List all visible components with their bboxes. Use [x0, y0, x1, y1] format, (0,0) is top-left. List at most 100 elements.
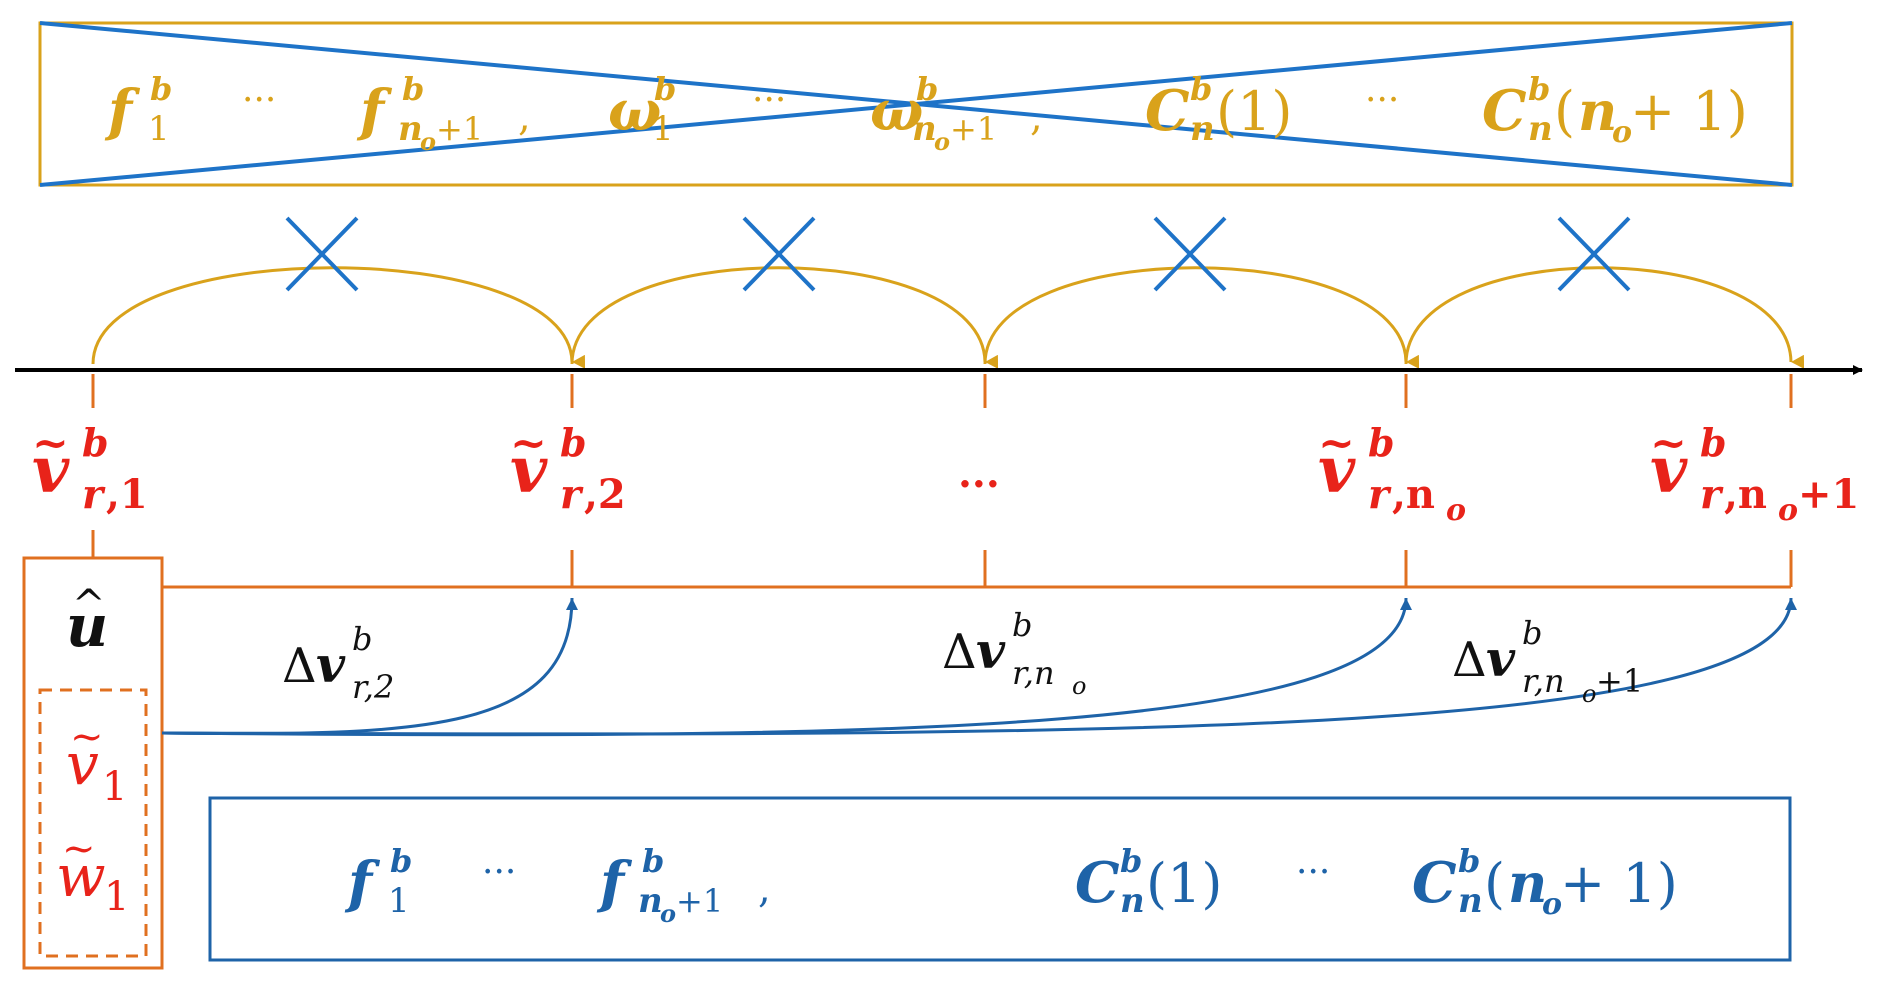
svg-text:v: v — [32, 433, 70, 508]
v1-label: ~ v 1 — [66, 714, 127, 810]
svg-text:+1: +1 — [676, 882, 723, 920]
svg-text:r,n: r,n — [1012, 654, 1055, 692]
svg-text:Δ: Δ — [282, 638, 317, 694]
svg-text:b: b — [1522, 614, 1542, 652]
svg-text:b: b — [654, 70, 676, 108]
svg-text:ω: ω — [870, 78, 923, 144]
svg-text:b: b — [1700, 420, 1727, 465]
svg-text:r,n: r,n — [1522, 662, 1565, 700]
svg-text:ω: ω — [608, 78, 661, 144]
svg-text:n: n — [638, 881, 663, 921]
state-structure — [22, 530, 1793, 970]
svg-text:+1: +1 — [1798, 471, 1859, 518]
svg-text:1: 1 — [652, 109, 674, 149]
svg-text:~: ~ — [62, 826, 96, 872]
initial-state-box — [22, 556, 164, 970]
svg-text:n: n — [398, 109, 423, 149]
svg-text:Δ: Δ — [1452, 632, 1487, 688]
delta-label-1: Δ v b r,2 — [282, 620, 394, 706]
svg-text:f: f — [344, 850, 381, 916]
svg-text:b: b — [82, 420, 109, 465]
svg-text:,n: ,n — [1392, 471, 1435, 518]
delta-arrow-3 — [161, 597, 1797, 736]
svg-text:o: o — [934, 127, 950, 156]
svg-text:b: b — [1190, 70, 1212, 108]
top-box-border — [38, 21, 1794, 187]
top-crossed-box: f b 1 ··· f b n o +1 , ω b 1 ··· ω b n o… — [38, 21, 1794, 187]
svg-text:1: 1 — [148, 109, 170, 149]
svg-text:f: f — [356, 78, 393, 144]
arc-1 — [91, 266, 586, 369]
delta-arrow-2 — [161, 597, 1412, 737]
svg-text:o: o — [420, 127, 436, 156]
svg-text:r: r — [1700, 471, 1724, 518]
top-dots-2: ··· — [752, 80, 786, 121]
svg-text:b: b — [1120, 842, 1142, 880]
svg-text:~: ~ — [1650, 418, 1687, 469]
svg-text:n: n — [1528, 109, 1553, 149]
svg-text:o: o — [1446, 493, 1466, 528]
delta-arrow-1 — [161, 597, 578, 736]
top-omega-last: ω b n o +1 , — [870, 70, 1043, 156]
delta-label-n: Δ v b r,n o — [942, 606, 1086, 700]
svg-text:1: 1 — [104, 874, 129, 920]
svg-text:,2: ,2 — [584, 471, 626, 518]
svg-text:n: n — [1578, 79, 1617, 143]
top-dots-3: ··· — [1365, 80, 1399, 121]
svg-text:~: ~ — [1318, 418, 1355, 469]
arc-4 — [1404, 266, 1805, 369]
svg-text:b: b — [390, 842, 412, 880]
svg-text:Δ: Δ — [942, 624, 977, 680]
svg-text:o: o — [660, 899, 676, 928]
svg-text:C: C — [1412, 850, 1457, 916]
svg-text:v: v — [976, 621, 1006, 680]
top-dots-1: ··· — [242, 80, 276, 121]
reference-ticks — [570, 550, 1793, 587]
svg-text:o: o — [1072, 672, 1086, 700]
svg-text:n: n — [1190, 109, 1215, 149]
svg-text:f: f — [596, 850, 633, 916]
svg-text:b: b — [1368, 420, 1395, 465]
svg-text:r: r — [82, 471, 106, 518]
svg-text:,n: ,n — [1724, 471, 1767, 518]
bottom-f-last: f b n o +1 , — [596, 842, 771, 928]
svg-text:(: ( — [1484, 852, 1505, 915]
svg-text:r: r — [1368, 471, 1392, 518]
w1-label: ~ w 1 — [56, 826, 129, 920]
svg-text:r: r — [560, 471, 584, 518]
svg-text:n: n — [1508, 851, 1547, 915]
arc-3 — [983, 266, 1420, 369]
cross-mark-2 — [742, 216, 816, 292]
svg-text:n: n — [1458, 881, 1483, 921]
svg-text:b: b — [642, 842, 664, 880]
svg-text:b: b — [560, 420, 587, 465]
svg-text:b: b — [1012, 606, 1032, 644]
svg-text:o: o — [1542, 887, 1562, 922]
top-omega-first: ω b 1 — [608, 70, 676, 149]
svg-text:n: n — [1120, 881, 1145, 921]
velocity-label-n: ~ v b r ,n o — [1318, 418, 1466, 528]
svg-text:~: ~ — [70, 714, 104, 760]
svg-text:v: v — [66, 730, 99, 798]
svg-text:+1: +1 — [950, 110, 997, 148]
bottom-f-first: f b 1 — [344, 842, 412, 921]
svg-text:(1): (1) — [1146, 852, 1223, 915]
svg-text:(: ( — [1554, 80, 1575, 143]
svg-text:o: o — [1612, 115, 1632, 150]
cross-mark-3 — [1153, 216, 1227, 292]
svg-text:u: u — [66, 592, 108, 660]
bottom-c-first: C b n (1) — [1075, 842, 1223, 921]
propagation-arcs — [91, 216, 1805, 369]
svg-text:v: v — [316, 635, 346, 694]
bottom-c-last: C b n ( n o + 1) — [1412, 842, 1678, 922]
top-f-first: f b 1 — [104, 70, 172, 149]
svg-text:+ 1): + 1) — [1560, 852, 1678, 915]
velocity-label-n-plus-1: ~ v b r ,n o +1 — [1650, 418, 1859, 528]
delta-label-n-plus-1: Δ v b r,n o +1 — [1452, 614, 1643, 708]
bottom-box-border — [208, 796, 1792, 962]
svg-text:v: v — [1486, 629, 1516, 688]
svg-text:+1: +1 — [1596, 662, 1643, 700]
top-box-cross-line-2 — [39, 21, 1793, 187]
svg-text:o: o — [1778, 493, 1798, 528]
